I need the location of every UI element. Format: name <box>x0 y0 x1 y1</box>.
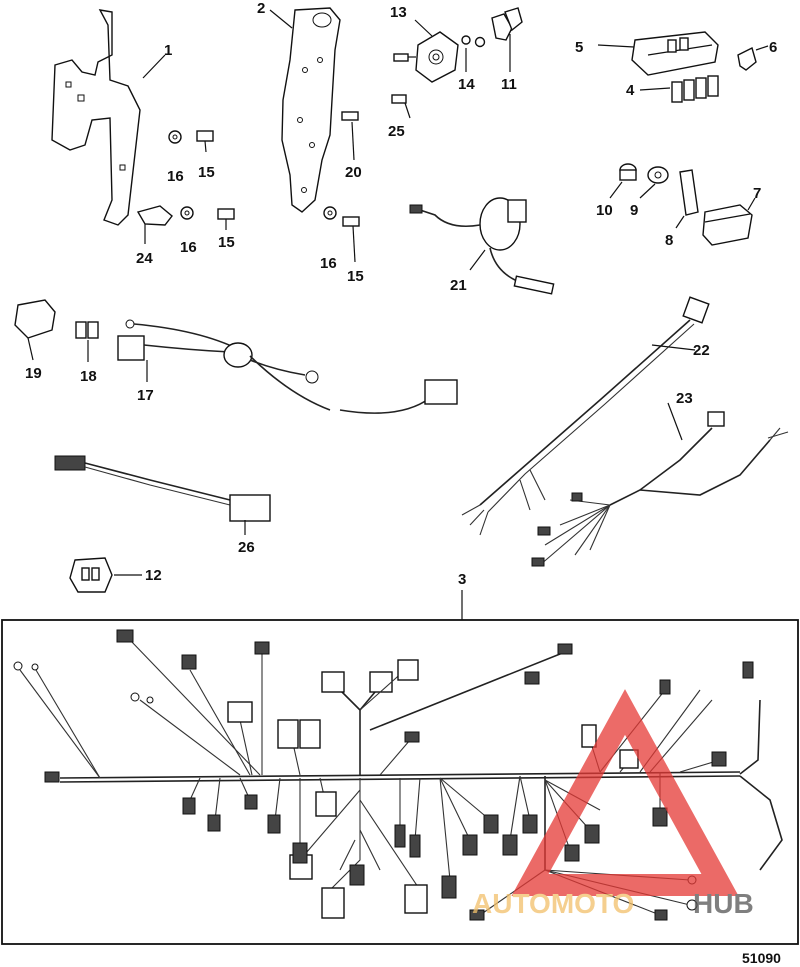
label-10: 10 <box>596 202 613 219</box>
part-15b-bolt <box>217 208 235 230</box>
part-18-fuse <box>75 321 99 362</box>
label-6: 6 <box>769 39 777 56</box>
part-15c-bolt <box>342 216 360 263</box>
part-16b-washer <box>180 206 194 220</box>
label-11: 11 <box>501 76 517 93</box>
part-21-sender <box>409 197 555 295</box>
label-15b: 15 <box>218 234 235 251</box>
part-20-bolt <box>341 111 359 161</box>
part-25-screw <box>391 94 411 119</box>
label-4: 4 <box>626 82 635 99</box>
label-18: 18 <box>80 368 97 385</box>
part-10-grommet <box>609 163 637 199</box>
part-6-clip <box>737 45 769 71</box>
label-19: 19 <box>25 365 42 382</box>
part-8-bracket <box>675 169 699 229</box>
part-17-harness <box>117 319 458 414</box>
label-23: 23 <box>676 390 693 407</box>
part-24-clamp <box>136 205 173 244</box>
label-26: 26 <box>238 539 255 556</box>
label-24: 24 <box>136 250 153 267</box>
label-17: 17 <box>137 387 154 404</box>
label-14: 14 <box>458 76 475 93</box>
label-5: 5 <box>575 39 583 56</box>
part-13-solenoid <box>393 19 459 83</box>
label-21: 21 <box>450 277 467 294</box>
label-20: 20 <box>345 164 362 181</box>
label-15a: 15 <box>198 164 215 181</box>
part-7-relay <box>702 197 756 246</box>
label-7: 7 <box>753 185 761 202</box>
label-1: 1 <box>164 42 172 59</box>
watermark-text-hub: HUB <box>693 888 754 919</box>
label-12: 12 <box>145 567 162 584</box>
part-5-module <box>597 31 719 76</box>
part-1-bracket <box>51 9 166 226</box>
part-14-nuts <box>461 35 486 72</box>
part-19-cover <box>14 299 56 361</box>
label-8: 8 <box>665 232 673 249</box>
part-11-terminals <box>491 7 523 72</box>
label-16a: 16 <box>167 168 184 185</box>
label-16b: 16 <box>180 239 197 256</box>
part-15a-bolt <box>196 130 214 153</box>
label-22: 22 <box>693 342 710 359</box>
part-16a-washer <box>168 130 182 144</box>
part-22-harness <box>461 296 710 536</box>
part-23-harness <box>531 402 789 567</box>
part-3-main-harness <box>1 619 799 945</box>
part-12-connector <box>69 557 142 593</box>
label-16c: 16 <box>320 255 337 272</box>
label-2: 2 <box>257 0 265 17</box>
part-26-cable <box>54 455 271 535</box>
label-25: 25 <box>388 123 405 140</box>
part-4-terminals <box>639 75 719 103</box>
watermark-logo: AUTOMOTO HUB <box>472 689 754 919</box>
diagram-code: 51090 <box>742 950 781 966</box>
label-9: 9 <box>630 202 638 219</box>
label-15c: 15 <box>347 268 364 285</box>
label-13: 13 <box>390 4 407 21</box>
part-labels: 1 2 3 4 5 6 7 8 9 10 11 12 13 14 15 15 1… <box>25 0 781 966</box>
watermark-text-automoto: AUTOMOTO <box>472 888 634 919</box>
part-2-plate <box>269 7 341 213</box>
part-9-nut <box>639 166 669 199</box>
label-3: 3 <box>458 571 466 588</box>
part-16c-washer <box>323 206 337 220</box>
